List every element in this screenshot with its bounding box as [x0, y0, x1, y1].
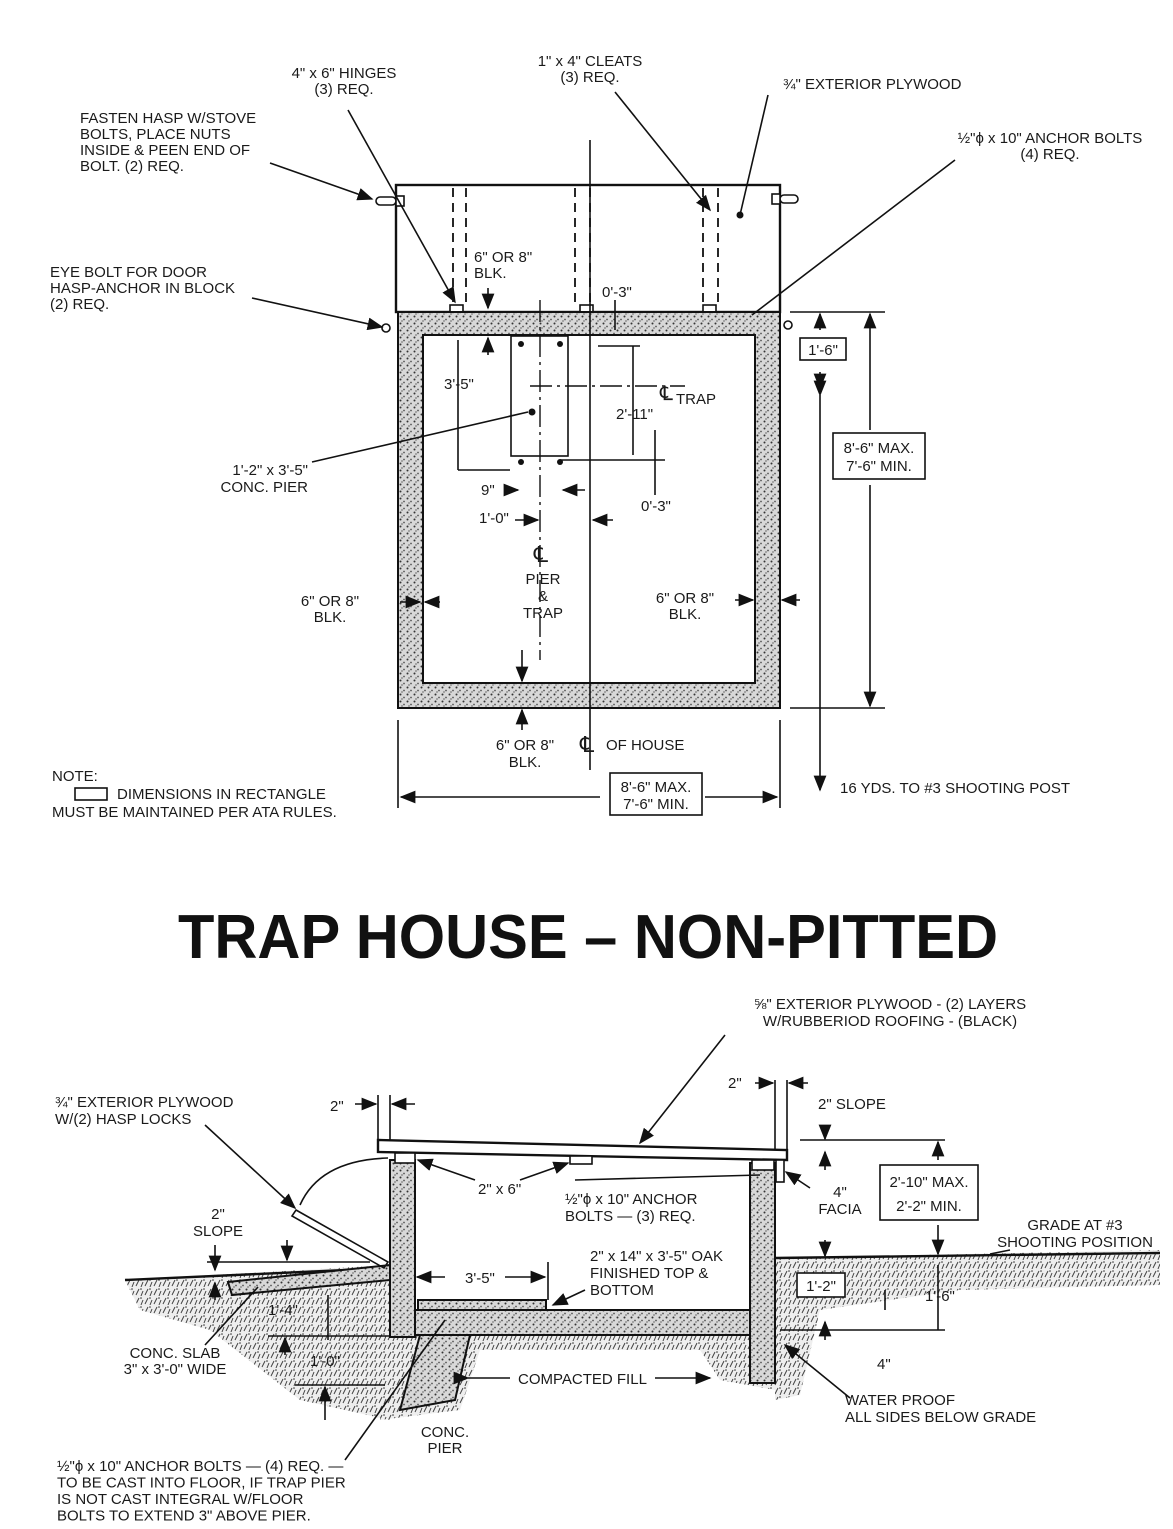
- dimension-lines: [397, 288, 885, 808]
- house-centerline-symbol: ℄: [579, 732, 595, 757]
- dim-9: 9": [481, 482, 495, 499]
- section-dimension-lines: [207, 1076, 945, 1420]
- dim-1-2: 1'-2": [806, 1278, 836, 1295]
- facia: [775, 1159, 785, 1183]
- blk-bottom-label: 6" OR 8"BLK.: [496, 737, 554, 771]
- blk-left-label: 6" OR 8"BLK.: [301, 593, 359, 626]
- dim-0-3-top: 0'-3": [602, 284, 632, 301]
- section-dim-3-5: 3'-5": [465, 1270, 495, 1287]
- left-wall: [389, 1159, 416, 1338]
- blk-right-label: 6" OR 8"BLK.: [656, 590, 714, 623]
- height-box: [879, 1164, 979, 1221]
- cleats: [452, 188, 719, 305]
- grade-line-right: [774, 1251, 1161, 1260]
- drawing-title: TRAP HOUSE – NON-PITTED: [178, 903, 998, 972]
- plywood-label: ¾" EXTERIOR PLYWOOD: [783, 76, 962, 93]
- dim-1-0: 1'-0": [479, 510, 509, 527]
- height-label: 2'-10" MAX.2'-2" MIN.: [889, 1174, 968, 1215]
- compacted-fill-label: COMPACTED FILL: [518, 1371, 647, 1388]
- section-dim-1-6: 1'-6": [925, 1288, 955, 1305]
- joist-right: [751, 1159, 775, 1171]
- facia-label: 4"FACIA: [818, 1184, 861, 1218]
- anchor-bolts-label: ½"ϕ x 10" ANCHOR BOLTS(4) REQ.: [958, 130, 1143, 163]
- dim-1-4: 1'-4": [268, 1302, 298, 1319]
- leader-lines: [251, 91, 956, 463]
- section-leader-lines: [204, 1034, 1011, 1461]
- open-door: [290, 1208, 390, 1270]
- soil-left: [125, 1265, 390, 1420]
- roof-plywood: [376, 1138, 789, 1162]
- joist-left: [394, 1152, 416, 1164]
- section-dim-1-0: 1'-0": [310, 1353, 340, 1370]
- depth-label: 8'-6" MAX.7'-6" MIN.: [844, 440, 915, 475]
- cleats-label: 1" x 4" CLEATS(3) REQ.: [538, 53, 643, 86]
- dim-2-left: 2": [330, 1098, 344, 1115]
- dim-1-6: 1'-6": [808, 342, 838, 359]
- conc-pier-label: CONC.PIER: [421, 1424, 469, 1457]
- dim-1-6-box: [799, 337, 847, 361]
- note-rectangle-icon: [74, 787, 108, 801]
- blk-top-label: 6" OR 8"BLK.: [474, 249, 532, 282]
- trap-centerline-symbol: ℄: [659, 383, 673, 405]
- dim-2-right: 2": [728, 1075, 742, 1092]
- oak-top: [417, 1299, 547, 1311]
- trap-cl-label: TRAP: [676, 391, 716, 408]
- slope-right-label: 2" SLOPE: [818, 1096, 886, 1113]
- right-wall: [749, 1162, 776, 1384]
- door-swing-arc: [299, 1157, 389, 1206]
- conc-pier-section: [398, 1334, 472, 1412]
- depth-box: [832, 432, 926, 480]
- slope-left-label: 2"SLOPE: [193, 1206, 243, 1240]
- dim-0-3-bottom: 0'-3": [641, 498, 671, 515]
- width-box: [609, 772, 703, 816]
- width-label: 8'-6" MAX.7'-6" MIN.: [621, 779, 692, 813]
- dim-3-5: 3'-5": [444, 376, 474, 393]
- joist-label: 2" x 6": [478, 1181, 521, 1198]
- hasp-icons: [375, 193, 799, 207]
- joist-mid: [569, 1155, 593, 1165]
- dim-2-11: 2'-11": [616, 406, 653, 423]
- block-walls: [397, 311, 781, 709]
- pier-centerline-symbol: ℄: [533, 542, 549, 567]
- note-heading: NOTE:: [52, 768, 98, 785]
- hinges-label: 4" x 6" HINGES(3) REQ.: [292, 65, 397, 98]
- soil-right: [775, 1250, 1160, 1400]
- shooting-post-label: 16 YDS. TO #3 SHOOTING POST: [840, 780, 1070, 797]
- anchor-note: ½"ϕ x 10" ANCHOR BOLTS — (4) REQ. —TO BE…: [57, 1458, 346, 1525]
- floor-slab: [414, 1309, 751, 1336]
- dim-4: 4": [877, 1356, 891, 1373]
- dim-1-2-box: [796, 1272, 846, 1298]
- house-cl-label: OF HOUSE: [606, 737, 684, 754]
- pier-trap-cl-label: PIER&TRAP: [523, 571, 563, 622]
- note-line-2: MUST BE MAINTAINED PER ATA RULES.: [52, 804, 337, 821]
- pier-label: 1'-2" x 3'-5"CONC. PIER: [220, 462, 308, 496]
- note-line-1: DIMENSIONS IN RECTANGLE: [117, 786, 326, 803]
